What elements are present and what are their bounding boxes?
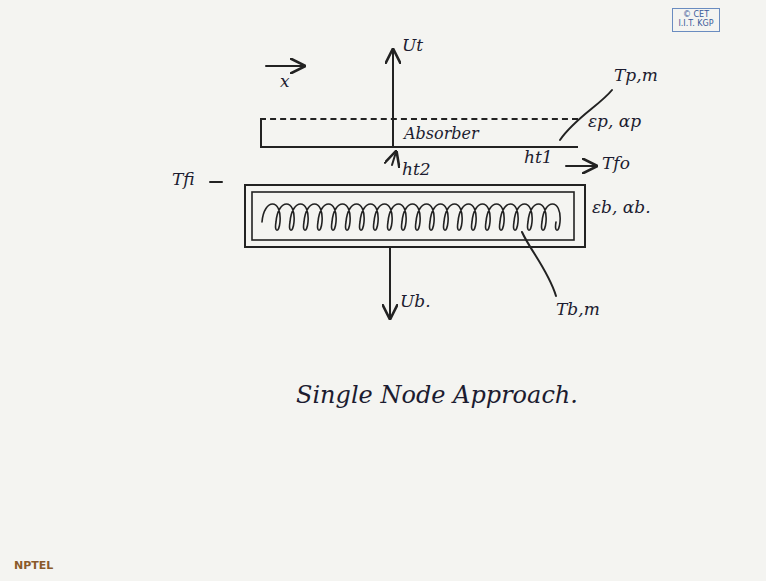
coefficient-label: Ub.: [400, 292, 431, 311]
watermark: NPTEL: [14, 560, 53, 572]
coefficient-label: ht2: [402, 160, 431, 179]
inlet-arrow: [210, 181, 222, 183]
outlet-arrow: [566, 165, 596, 167]
loss-arrow: [389, 247, 391, 318]
leader-line: [522, 232, 556, 296]
watermark: © CET I.I.T. KGP: [672, 8, 720, 32]
bottom-plate-inner: [252, 192, 574, 240]
bottom-plate: [245, 185, 585, 247]
property-label: εp, αp: [588, 112, 641, 131]
property-label: εb, αb.: [592, 198, 651, 217]
absorber-plate: Absorber: [260, 118, 578, 148]
coefficient-label: ht1: [524, 148, 553, 167]
part-name: Absorber: [262, 120, 578, 143]
temperature-label: Tfo: [602, 154, 630, 173]
coefficient-arrow: [392, 152, 396, 165]
temperature-label: Tb,m: [556, 300, 600, 319]
direction-arrow: [266, 65, 304, 67]
temperature-label: Tp,m: [614, 66, 658, 85]
coefficient-label: Ut: [402, 36, 423, 55]
axis-label: x: [280, 72, 290, 91]
temperature-label: Tfi: [172, 170, 195, 189]
loss-arrow: [392, 50, 394, 147]
caption: Single Node Approach.: [296, 382, 578, 408]
coil-symbol: [262, 204, 560, 230]
